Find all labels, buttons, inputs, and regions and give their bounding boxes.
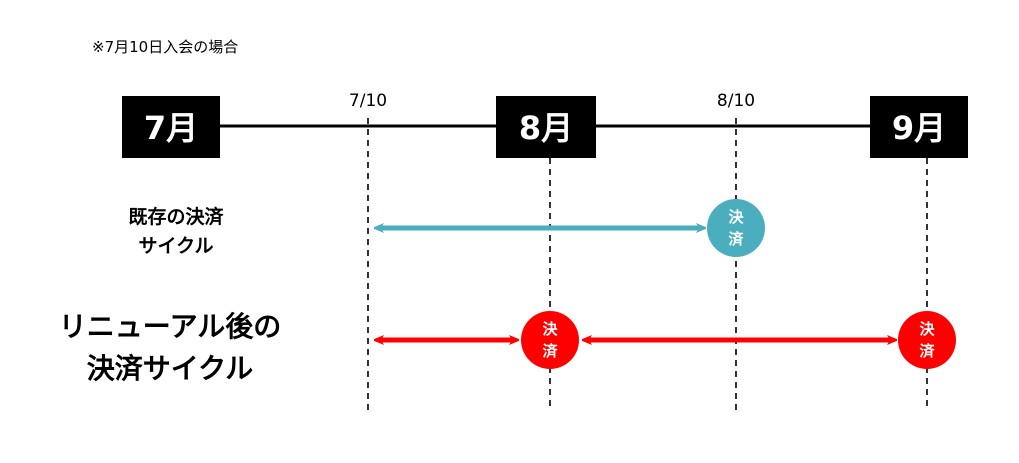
month-label-8: 8月 xyxy=(519,109,573,147)
payment-char-2: 済 xyxy=(919,342,935,360)
month-box-9: 9月 xyxy=(870,96,968,158)
month-label-9: 9月 xyxy=(892,109,946,147)
payment-char-1: 決 xyxy=(919,320,935,338)
month-box-7: 7月 xyxy=(122,96,220,158)
month-box-8: 8月 xyxy=(496,96,596,158)
note: ※7月10日入会の場合 xyxy=(92,38,238,56)
payment-badge-renewal-aug: 決 済 xyxy=(521,311,579,369)
month-label-7: 7月 xyxy=(144,109,198,147)
row-label-renewal-line2: 決済サイクル xyxy=(87,352,254,385)
row-label-existing-line2: サイクル xyxy=(138,235,213,257)
date-label-8-10: 8/10 xyxy=(717,91,755,111)
payment-char-1: 決 xyxy=(542,320,558,338)
payment-badge-existing: 決 済 xyxy=(707,199,765,257)
payment-badge-renewal-sep: 決 済 xyxy=(898,311,956,369)
row-label-existing-line1: 既存の決済 xyxy=(128,205,224,228)
payment-char-2: 済 xyxy=(542,342,558,360)
row-label-renewal-line1: リニューアル後の xyxy=(59,310,282,343)
payment-char-2: 済 xyxy=(728,230,744,248)
payment-char-1: 決 xyxy=(728,208,744,226)
date-label-7-10: 7/10 xyxy=(349,91,387,111)
